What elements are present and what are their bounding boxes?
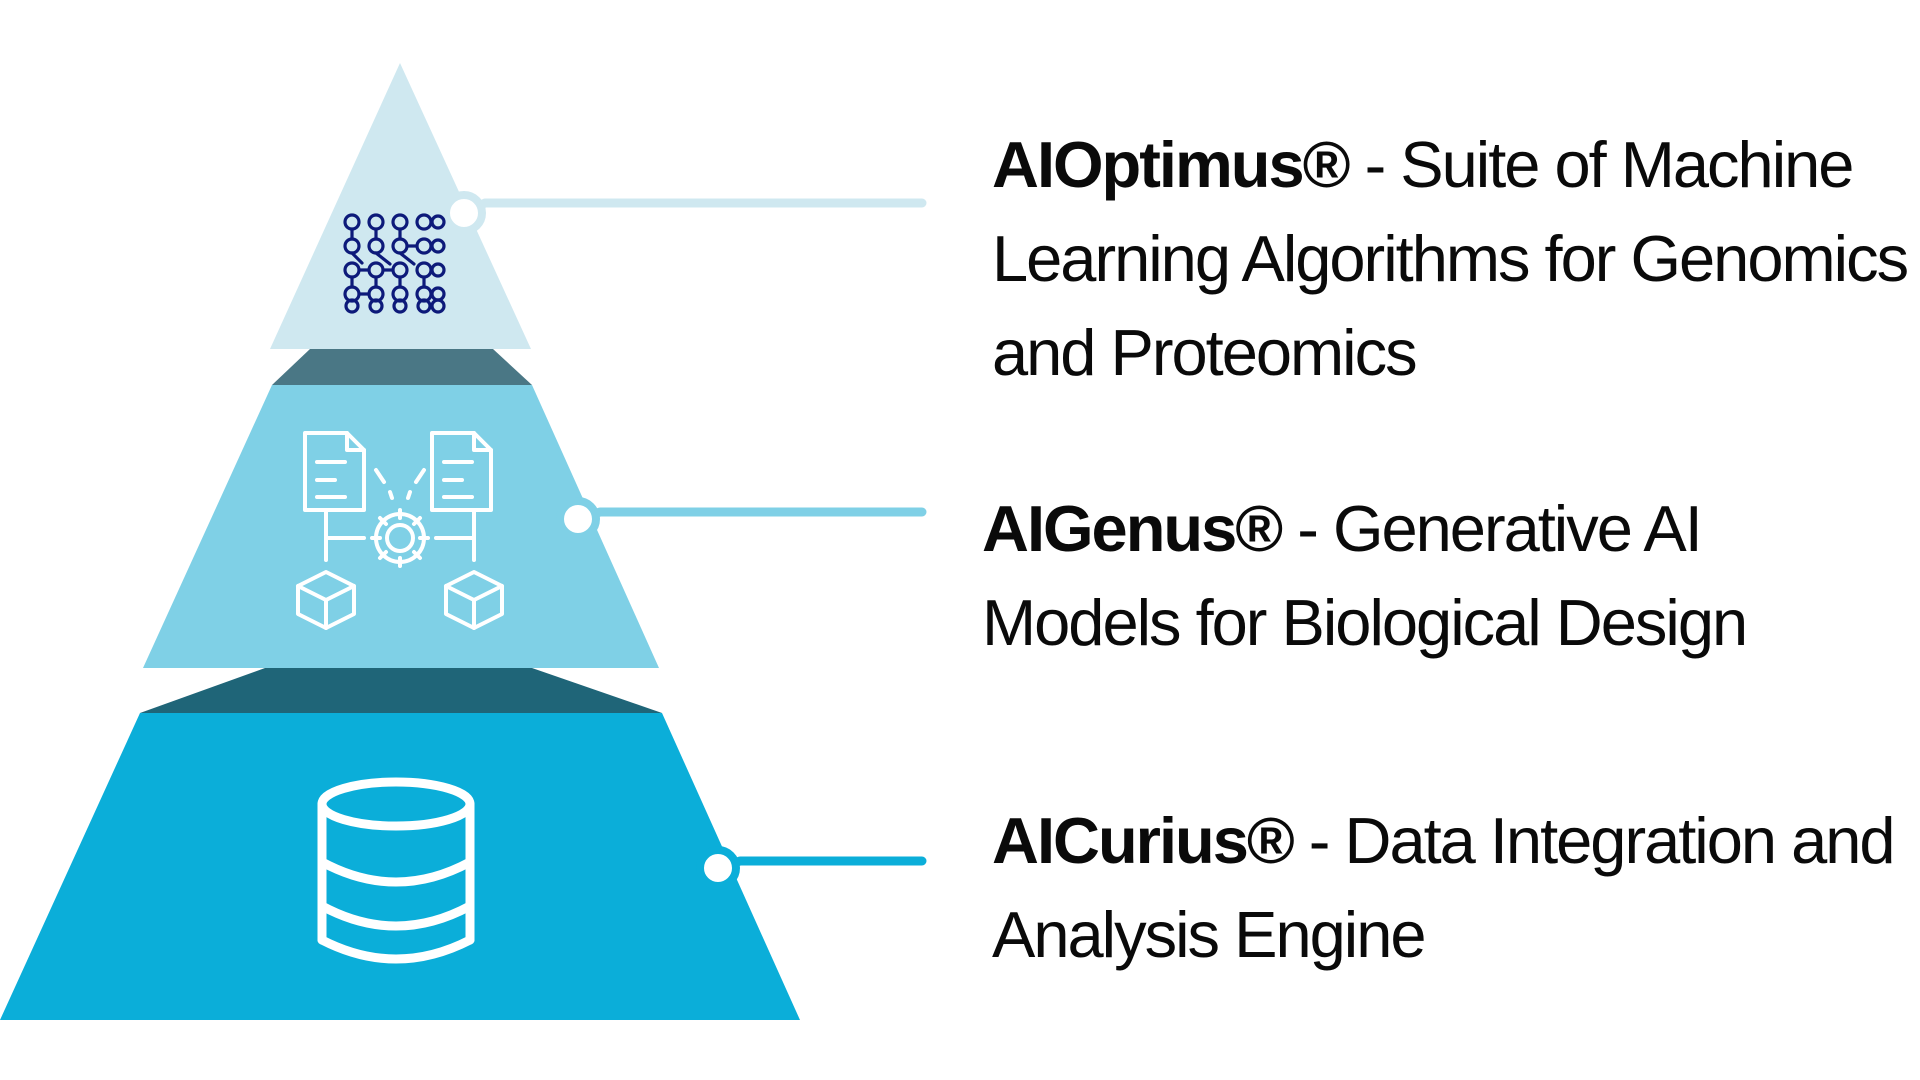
bottom-tier-ledge — [140, 668, 662, 713]
tier-separator: - — [1281, 492, 1333, 565]
database-icon — [317, 777, 475, 964]
middle-tier-ledge — [272, 349, 532, 385]
connector-middle — [556, 497, 927, 541]
tier-separator: - — [1348, 128, 1401, 201]
tier-description: Suite of Machine Learning Algorithms for… — [992, 128, 1909, 389]
connector-top — [442, 191, 927, 235]
tier-name: AIGenus® — [982, 492, 1283, 565]
tier-description: Data Integration and Analysis Engine — [992, 804, 1896, 971]
tier-label-aicurius: AICurius® - Data Integration and Analysi… — [992, 794, 1912, 982]
generative-workflow-icon — [296, 431, 504, 630]
tier-name: AIOptimus® — [992, 128, 1351, 201]
tier-name: AICurius® — [992, 804, 1295, 877]
tier-description: Generative AI Models for Biological Desi… — [982, 492, 1748, 659]
tier-separator: - — [1292, 804, 1345, 877]
top-tier — [270, 63, 531, 349]
bottom-tier — [0, 713, 800, 1020]
neural-network-icon — [343, 213, 446, 314]
tier-label-aigenus: AIGenus® - Generative AI Models for Biol… — [982, 482, 1902, 670]
tier-label-aioptimus: AIOptimus® - Suite of Machine Learning A… — [992, 118, 1912, 400]
connector-bottom — [696, 846, 927, 890]
